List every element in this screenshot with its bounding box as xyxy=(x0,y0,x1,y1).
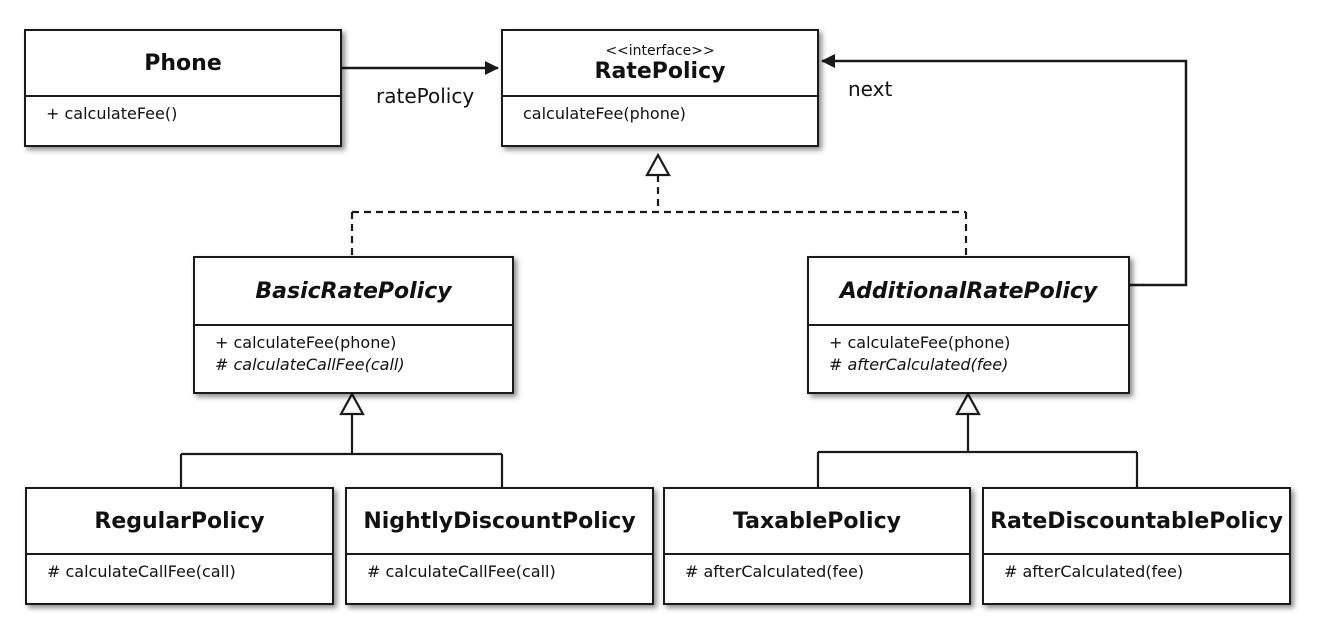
class-basic-rate-policy[interactable]: BasicRatePolicy + calculateFee(phone) # … xyxy=(193,256,514,394)
class-name: AdditionalRatePolicy xyxy=(839,278,1098,304)
class-name: BasicRatePolicy xyxy=(255,278,452,304)
operation: # calculateCallFee(call) xyxy=(215,355,405,374)
class-taxable-policy[interactable]: TaxablePolicy # afterCalculated(fee) xyxy=(663,487,971,605)
operation: + calculateFee(phone) xyxy=(215,333,397,352)
class-operations: calculateFee(phone) xyxy=(503,97,817,125)
label-next: next xyxy=(848,77,893,101)
generalization-additional xyxy=(816,414,1139,487)
class-header: RegularPolicy xyxy=(27,489,332,555)
class-operations: + calculateFee(phone) # calculateCallFee… xyxy=(195,326,512,376)
realization-connector xyxy=(350,175,968,256)
class-operations: # afterCalculated(fee) xyxy=(665,555,969,583)
class-operations: + calculateFee(phone) # afterCalculated(… xyxy=(809,326,1128,376)
generalization-additional-triangle xyxy=(955,391,981,416)
class-operations: + calculateFee() xyxy=(26,97,340,125)
class-nightly-discount-policy[interactable]: NightlyDiscountPolicy # calculateCallFee… xyxy=(345,487,654,605)
realization-triangle xyxy=(645,152,671,177)
class-header: TaxablePolicy xyxy=(665,489,969,555)
operation: + calculateFee() xyxy=(46,104,178,123)
stereotype-label: <<interface>> xyxy=(605,42,715,59)
class-rate-policy[interactable]: <<interface>> RatePolicy calculateFee(ph… xyxy=(501,29,819,147)
operation: calculateFee(phone) xyxy=(523,104,686,123)
class-operations: # afterCalculated(fee) xyxy=(984,555,1289,583)
class-name: NightlyDiscountPolicy xyxy=(363,508,636,534)
class-operations: # calculateCallFee(call) xyxy=(27,555,332,583)
class-header: Phone xyxy=(26,31,340,97)
class-rate-discountable-policy[interactable]: RateDiscountablePolicy # afterCalculated… xyxy=(982,487,1291,605)
class-additional-rate-policy[interactable]: AdditionalRatePolicy + calculateFee(phon… xyxy=(807,256,1130,394)
class-phone[interactable]: Phone + calculateFee() xyxy=(24,29,342,147)
class-name: TaxablePolicy xyxy=(733,508,901,534)
class-name: RatePolicy xyxy=(594,58,726,84)
class-regular-policy[interactable]: RegularPolicy # calculateCallFee(call) xyxy=(25,487,334,605)
class-header: <<interface>> RatePolicy xyxy=(503,31,817,97)
operation: # calculateCallFee(call) xyxy=(47,562,236,581)
operation: + calculateFee(phone) xyxy=(829,333,1011,352)
class-name: RateDiscountablePolicy xyxy=(990,508,1283,534)
generalization-basic-triangle xyxy=(339,391,365,416)
operation: # afterCalculated(fee) xyxy=(1004,562,1184,581)
generalization-basic xyxy=(179,414,504,487)
class-header: BasicRatePolicy xyxy=(195,258,512,326)
class-header: AdditionalRatePolicy xyxy=(809,258,1128,326)
operation: # calculateCallFee(call) xyxy=(367,562,556,581)
class-name: Phone xyxy=(144,50,222,76)
class-operations: # calculateCallFee(call) xyxy=(347,555,652,583)
operation: # afterCalculated(fee) xyxy=(829,355,1009,374)
class-header: NightlyDiscountPolicy xyxy=(347,489,652,555)
association-additional-next xyxy=(821,54,1188,287)
label-rate-policy: ratePolicy xyxy=(376,84,475,108)
operation: # afterCalculated(fee) xyxy=(685,562,865,581)
class-header: RateDiscountablePolicy xyxy=(984,489,1289,555)
class-name: RegularPolicy xyxy=(94,508,265,534)
